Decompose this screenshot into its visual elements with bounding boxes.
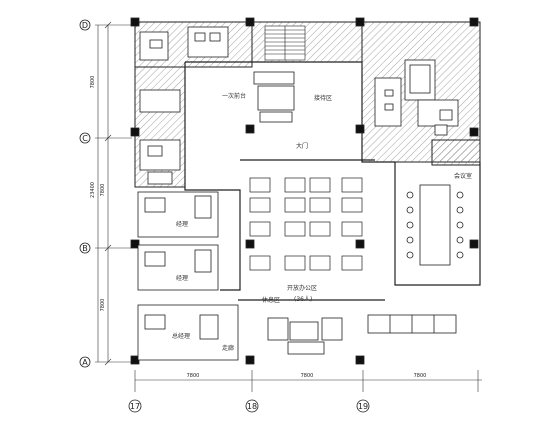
row-axis-C: C bbox=[79, 132, 91, 144]
bottom-dimension-lines bbox=[134, 370, 482, 392]
room-label-entrance: 大门 bbox=[296, 142, 308, 150]
dim-left-2: 7800 bbox=[100, 184, 106, 197]
top-left-offices bbox=[139, 26, 229, 185]
dim-bottom-2: 7800 bbox=[301, 373, 314, 379]
room-label-manager-1: 经理 bbox=[176, 220, 188, 228]
left-offices bbox=[137, 191, 239, 361]
room-label-corridor: 走廊 bbox=[222, 344, 234, 352]
reception-furniture bbox=[130, 17, 479, 365]
axis-label-D: D bbox=[82, 21, 88, 30]
dim-left-3: 23400 bbox=[90, 182, 96, 198]
axis-label-B: B bbox=[82, 244, 88, 253]
dim-bottom-3: 7800 bbox=[414, 373, 427, 379]
room-label-lounge: 休息区 bbox=[262, 296, 280, 304]
room-label-meeting: 会议室 bbox=[454, 172, 472, 180]
axis-label-18: 18 bbox=[247, 402, 257, 411]
axis-label-19: 19 bbox=[358, 402, 368, 411]
lounge-furniture bbox=[267, 317, 343, 355]
row-axis-D: D bbox=[79, 19, 91, 31]
col-axis-18: 18 bbox=[245, 399, 259, 413]
room-label-open-office: 开放办公区 bbox=[287, 284, 317, 292]
interior-walls bbox=[184, 61, 481, 301]
room-label-manager-2: 经理 bbox=[176, 274, 188, 282]
room-label-lobby-small: 一次前台 bbox=[222, 92, 246, 100]
dim-left-1: 7800 bbox=[90, 76, 96, 89]
open-office-desks bbox=[249, 177, 363, 271]
axis-label-17: 17 bbox=[130, 402, 140, 411]
room-label-gm: 总经理 bbox=[172, 332, 190, 340]
dim-left-4: 7800 bbox=[100, 299, 106, 312]
axis-label-A: A bbox=[82, 358, 88, 367]
meeting-table bbox=[406, 184, 464, 266]
row-axis-A: A bbox=[79, 356, 91, 368]
room-label-reception: 接待区 bbox=[314, 94, 332, 102]
row-axis-B: B bbox=[79, 242, 91, 254]
bottom-right-workstations bbox=[367, 314, 457, 334]
core-rooms bbox=[374, 59, 459, 136]
room-label-open-office-sub: (36人) bbox=[294, 296, 312, 303]
stair bbox=[264, 25, 306, 61]
left-dimension-lines bbox=[95, 21, 132, 366]
col-axis-19: 19 bbox=[356, 399, 370, 413]
axis-label-C: C bbox=[82, 134, 88, 143]
dim-bottom-1: 7800 bbox=[187, 373, 200, 379]
col-axis-17: 17 bbox=[128, 399, 142, 413]
